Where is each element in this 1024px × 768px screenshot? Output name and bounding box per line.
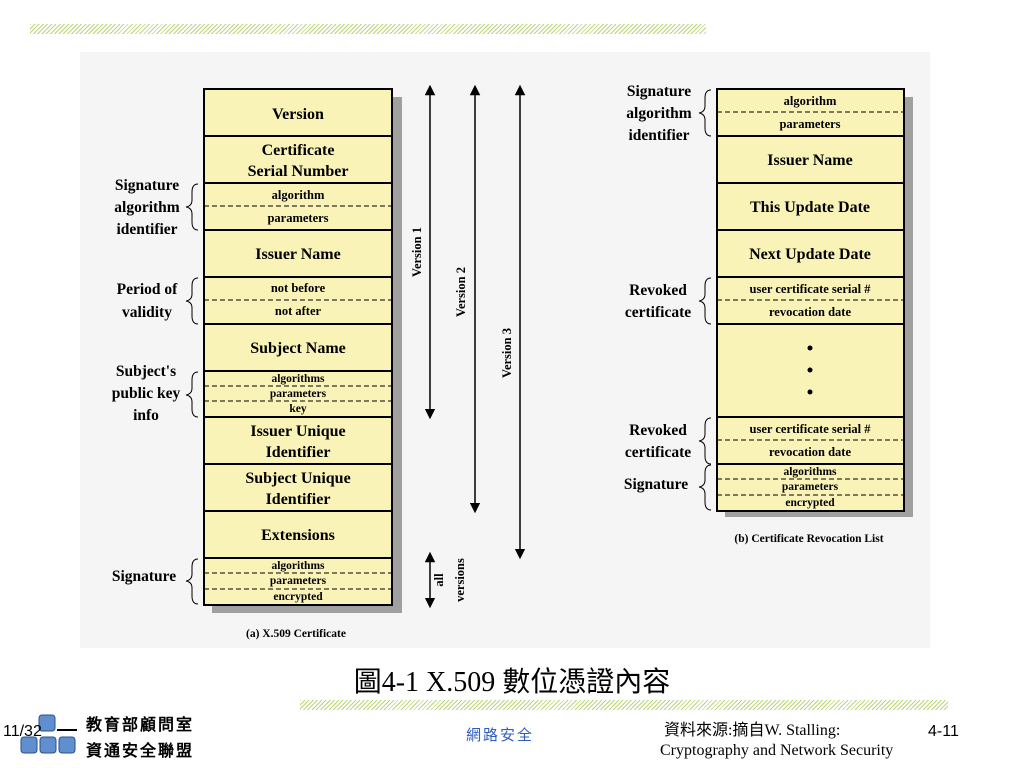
crl-brace-sig bbox=[698, 89, 712, 137]
label-version-2: Version 2 bbox=[454, 267, 468, 317]
org-name-line2: 資通安全聯盟 bbox=[86, 741, 195, 760]
field-sig-parameters-label: parameters bbox=[267, 211, 328, 225]
label-versions: versions bbox=[453, 558, 467, 602]
organization-logo bbox=[20, 714, 77, 754]
crl-next-update-label: Next Update Date bbox=[749, 246, 871, 263]
crl-brace-rev1 bbox=[698, 277, 712, 325]
crl-rev2-date-label: revocation date bbox=[769, 445, 851, 459]
crl-field-signature bbox=[716, 463, 905, 512]
label-pk-2: public key bbox=[112, 385, 181, 402]
crl-s-algorithms-label: algorithms bbox=[783, 466, 837, 478]
field-s-algorithms-label: algorithms bbox=[271, 560, 325, 572]
field-serial-label-2: Serial Number bbox=[248, 163, 349, 180]
field-s-parameters-label: parameters bbox=[270, 575, 327, 587]
label-pk-1: Subject's bbox=[116, 363, 176, 380]
field-pk-algorithms-label: algorithms bbox=[271, 373, 325, 385]
field-issuer-uid-label-2: Identifier bbox=[266, 444, 331, 461]
label-sig-identifier-3: identifier bbox=[116, 221, 177, 238]
label-version-3: Version 3 bbox=[500, 328, 514, 378]
field-extensions-label: Extensions bbox=[261, 527, 335, 544]
org-name-line1: 教育部顧問室 bbox=[86, 715, 195, 734]
label-pk-3: info bbox=[133, 407, 159, 424]
field-pk-key-label: key bbox=[289, 403, 307, 415]
crl-brace-rev2 bbox=[698, 417, 712, 465]
ellipsis-dot-2 bbox=[807, 367, 813, 373]
source-line2: Cryptography and Network Security bbox=[660, 742, 894, 759]
certificate-diagram: Version Certificate Serial Number algori… bbox=[112, 84, 526, 640]
field-s-encrypted-label: encrypted bbox=[273, 591, 323, 603]
field-version-label: Version bbox=[272, 106, 324, 123]
slide-number: 4-11 bbox=[928, 723, 959, 740]
crl-field-issuer-name bbox=[716, 135, 905, 184]
ellipsis-dot-1 bbox=[807, 345, 813, 351]
field-not-before-label: not before bbox=[271, 281, 326, 295]
page-number: 11/32 bbox=[3, 723, 42, 740]
crl-diagram: algorithm parameters Issuer Name This Up… bbox=[624, 83, 913, 545]
crl-issuer-label: Issuer Name bbox=[767, 152, 852, 169]
crl-s-encrypted-label: encrypted bbox=[785, 497, 835, 509]
field-issuer-uid-label-1: Issuer Unique bbox=[250, 423, 345, 440]
crl-s-parameters-label: parameters bbox=[782, 481, 839, 493]
caption-certificate: (a) X.509 Certificate bbox=[246, 628, 346, 640]
field-version bbox=[203, 88, 393, 137]
crl-brace-signature bbox=[698, 464, 712, 511]
crl-label-rev1-1: Revoked bbox=[629, 282, 687, 299]
brace-public-key bbox=[185, 371, 199, 418]
field-subject-name bbox=[203, 323, 393, 372]
ellipsis-dot-3 bbox=[807, 389, 813, 395]
crl-label-rev1-2: certificate bbox=[625, 304, 691, 321]
crl-label-sig-3: identifier bbox=[628, 127, 689, 144]
field-subject-uid-label-2: Identifier bbox=[266, 491, 331, 508]
field-public-key bbox=[203, 370, 393, 418]
crl-field-next-update bbox=[716, 229, 905, 278]
brace-signature bbox=[185, 558, 199, 605]
crl-rev2-serial-label: user certificate serial # bbox=[750, 422, 872, 436]
label-sig-identifier-2: algorithm bbox=[114, 199, 180, 216]
crl-label-rev2-2: certificate bbox=[625, 444, 691, 461]
crl-algorithm-label: algorithm bbox=[784, 94, 837, 108]
figure-title: 圖4-1 X.509 數位憑證內容 bbox=[353, 667, 671, 698]
label-version-1: Version 1 bbox=[410, 227, 424, 277]
label-period-1: Period of bbox=[117, 281, 179, 298]
label-all: all bbox=[432, 573, 446, 587]
field-extensions bbox=[203, 510, 393, 559]
field-issuer-label: Issuer Name bbox=[255, 246, 340, 263]
crl-rev1-serial-label: user certificate serial # bbox=[750, 282, 872, 296]
brace-sig-identifier bbox=[185, 183, 199, 231]
field-pk-parameters-label: parameters bbox=[270, 388, 327, 400]
label-sig-identifier-1: Signature bbox=[115, 177, 179, 194]
field-serial-label-1: Certificate bbox=[262, 142, 335, 159]
label-period-2: validity bbox=[122, 304, 172, 321]
field-signature bbox=[203, 557, 393, 606]
field-serial-number bbox=[203, 135, 393, 184]
crl-label-rev2-1: Revoked bbox=[629, 422, 687, 439]
crl-this-update-label: This Update Date bbox=[750, 199, 870, 216]
field-subject-uid-label-1: Subject Unique bbox=[245, 470, 350, 487]
field-not-after-label: not after bbox=[275, 304, 322, 318]
label-signature: Signature bbox=[112, 568, 176, 585]
crl-rev1-date-label: revocation date bbox=[769, 305, 851, 319]
top-hatch-bar bbox=[30, 24, 706, 34]
crl-label-sig-2: algorithm bbox=[626, 105, 692, 122]
crl-label-sig-1: Signature bbox=[627, 83, 691, 100]
course-name: 網路安全 bbox=[466, 726, 535, 744]
brace-period bbox=[185, 277, 199, 325]
bottom-hatch-bar bbox=[300, 700, 948, 710]
field-issuer-name bbox=[203, 229, 393, 278]
source-line1: 資料來源:摘自W. Stalling: bbox=[664, 722, 841, 739]
field-subject-label: Subject Name bbox=[250, 340, 346, 357]
field-subject-uid bbox=[203, 463, 393, 512]
crl-parameters-label: parameters bbox=[779, 117, 840, 131]
crl-field-this-update bbox=[716, 182, 905, 231]
crl-label-signature: Signature bbox=[624, 476, 688, 493]
field-sig-algorithm-label: algorithm bbox=[272, 188, 325, 202]
caption-crl: (b) Certificate Revocation List bbox=[734, 533, 883, 545]
x509-figure: Version Certificate Serial Number algori… bbox=[80, 52, 930, 648]
